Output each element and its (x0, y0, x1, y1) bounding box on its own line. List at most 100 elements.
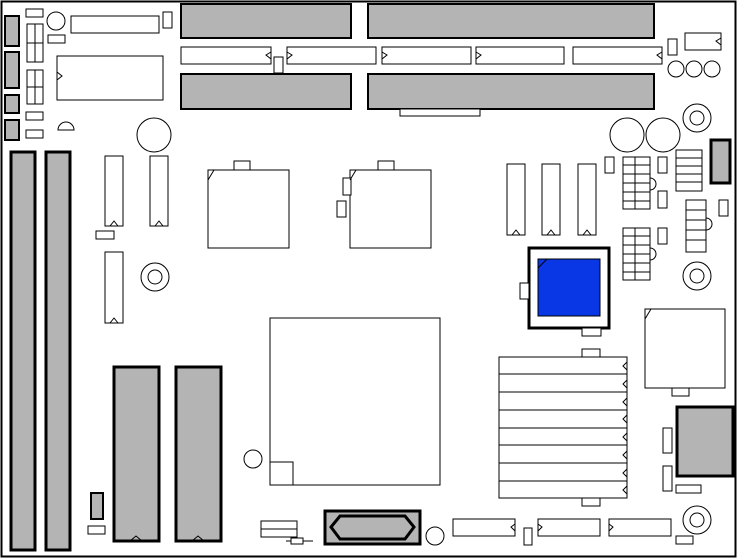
edge-connector (4, 119, 20, 141)
pin1-marker (582, 229, 592, 236)
capacitor-circle (645, 117, 681, 153)
pci-slots (112, 365, 223, 543)
inductor-curve (705, 217, 713, 231)
pin1-marker (622, 432, 628, 442)
main-chip-corner (269, 461, 294, 486)
memory-slots (9, 150, 72, 552)
chipset-north (207, 169, 290, 249)
small-jumper (675, 484, 702, 494)
io-port-gray (675, 405, 735, 478)
pin1-marker (608, 523, 614, 532)
pin1-marker (622, 414, 628, 424)
slot-key-marker (191, 535, 205, 542)
top-io-connectors (180, 3, 655, 110)
chip-tab (581, 348, 601, 358)
jumper-block (25, 111, 44, 121)
pin1-marker (475, 51, 482, 60)
thin-header (475, 46, 565, 65)
small-cap (657, 227, 668, 245)
resistor-pack (675, 149, 703, 192)
led-circle (703, 60, 721, 78)
pin1-marker (622, 468, 628, 478)
small-cap (662, 465, 673, 492)
mounting-hole-inner (689, 110, 705, 126)
chipsets (207, 160, 432, 249)
led-circle (685, 60, 703, 78)
vrm-blocks (604, 149, 729, 281)
right-small-parts (662, 427, 702, 545)
io-connector-bottom-right (367, 73, 655, 110)
mounting-holes (140, 103, 712, 535)
mounting-hole-inner (689, 268, 705, 284)
chip-notch (715, 37, 722, 46)
jumper-block (47, 34, 66, 44)
chip-stack (498, 348, 628, 507)
pin-header-top (70, 15, 160, 34)
small-jumper (95, 230, 115, 240)
vertical-header-notches (109, 220, 164, 324)
resistor-pack (685, 199, 707, 253)
capacitors (136, 117, 681, 546)
pin1-marker (109, 220, 119, 227)
small-jumper-group (25, 8, 66, 139)
edge-connector (4, 15, 20, 47)
dimm-slot (9, 150, 37, 552)
small-cap (718, 199, 729, 217)
pin1-marker (622, 450, 628, 460)
small-cap (662, 427, 673, 454)
vertical-header (104, 155, 124, 227)
pin1-marker (622, 485, 628, 495)
header-notches (265, 51, 663, 60)
connector-tab (399, 108, 481, 117)
pin1-marker (265, 51, 272, 60)
middle-right-headers (506, 163, 597, 236)
chip-bevel (207, 169, 215, 181)
small-cap (604, 156, 615, 174)
mounting-hole-inner (689, 512, 705, 528)
jumper-block (25, 129, 44, 139)
jumper-block (25, 8, 44, 18)
pin1-marker (154, 220, 164, 227)
inductor-curve (649, 247, 657, 261)
small-cap (523, 527, 533, 546)
small-cap (657, 156, 668, 174)
edge-connector (4, 51, 20, 89)
chip-tab (233, 160, 251, 171)
probe-tip (290, 537, 304, 545)
dimm-slot (44, 150, 72, 552)
small-cap (667, 38, 678, 56)
thin-header (286, 46, 377, 65)
pin1-marker (622, 397, 628, 407)
chip-bevel (349, 169, 357, 181)
bottom-header (452, 518, 516, 537)
small-jumper (675, 535, 694, 545)
led-circle (667, 60, 685, 78)
small-cap (162, 11, 173, 29)
pci-slot (174, 365, 223, 543)
chip-tab (581, 497, 601, 507)
small-gray-header (90, 492, 104, 520)
pin1-marker (109, 317, 119, 324)
mounting-hole-inner (147, 269, 163, 285)
pin1-marker (510, 523, 516, 532)
small-cap (336, 200, 347, 218)
socket-tab (581, 327, 602, 337)
middle-right-notches (511, 229, 592, 236)
io-connector-top-right (367, 3, 655, 39)
small-jumper (87, 525, 106, 535)
pin1-marker (546, 229, 556, 236)
io-connector-bottom-left (180, 73, 352, 110)
bios-chip (56, 55, 164, 101)
slot-key-marker (129, 535, 143, 542)
buzzer-icon (57, 121, 75, 131)
bottom-row-parts (260, 518, 672, 546)
pin1-marker (537, 523, 543, 532)
pin1-marker (656, 51, 663, 60)
small-cap (342, 177, 352, 196)
capacitor-circle (136, 117, 172, 153)
connector-tab (273, 56, 284, 74)
power-connector (709, 138, 732, 185)
thin-header (180, 46, 272, 65)
capacitor-circle (609, 117, 645, 153)
io-connector-top-left (180, 3, 352, 39)
